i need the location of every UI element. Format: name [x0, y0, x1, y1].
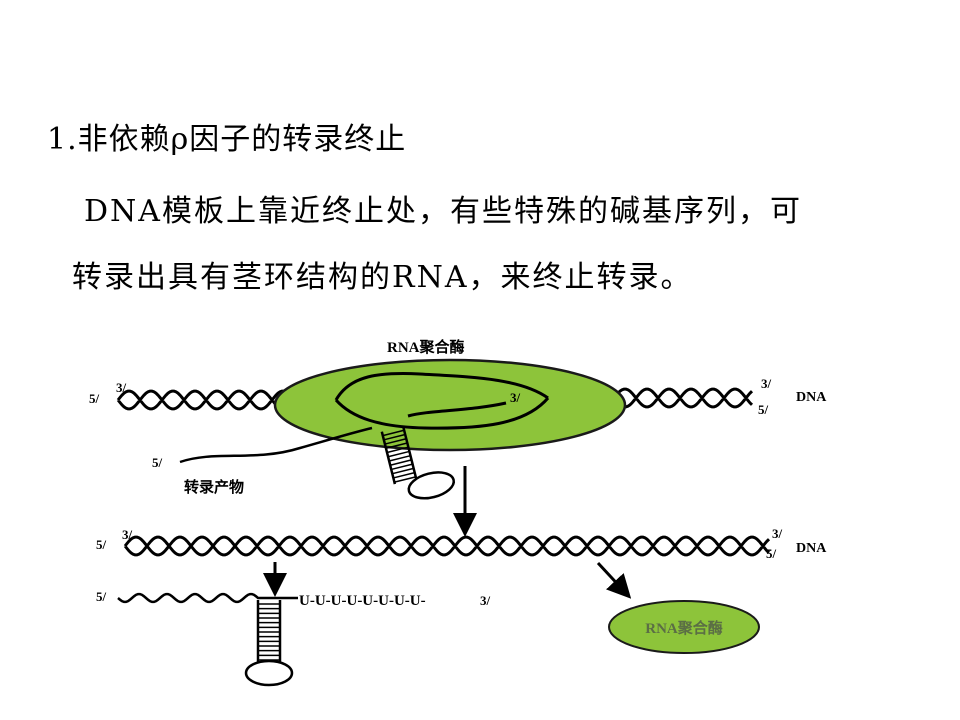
three-prime-top-left: 3/: [116, 380, 127, 395]
three-prime-bottom-right: 3/: [772, 526, 783, 541]
transcript-label: 转录产物: [184, 478, 244, 496]
three-prime-top-right: 3/: [761, 376, 772, 391]
released-rna-strand: [118, 594, 298, 602]
five-prime-top-left: 5/: [89, 391, 100, 406]
three-prime-bottom-left: 3/: [122, 527, 133, 542]
released-polymerase-label: RNA聚合酶: [645, 619, 723, 637]
hairpin-bottom: [246, 600, 292, 685]
five-prime-bottom-left: 5/: [96, 537, 107, 552]
five-prime-released-rna: 5/: [96, 589, 107, 604]
inner-three-prime: 3/: [510, 390, 521, 405]
rna-polymerase: [275, 360, 625, 450]
dna-label-bottom: DNA: [796, 541, 827, 556]
three-prime-released-rna: 3/: [480, 593, 491, 608]
dna-label-top: DNA: [796, 390, 827, 405]
five-prime-bottom-right: 5/: [766, 546, 777, 561]
diagonal-arrow-right: [598, 563, 623, 590]
hairpin-loop: [246, 661, 292, 685]
five-prime-top-right: 5/: [758, 402, 769, 417]
dna-helix-bottom: [125, 537, 769, 555]
poly-u-tail: U-U-U-U-U-U-U-U-: [299, 593, 426, 609]
polymerase-label: RNA聚合酶: [387, 338, 465, 356]
five-prime-transcript: 5/: [152, 455, 163, 470]
